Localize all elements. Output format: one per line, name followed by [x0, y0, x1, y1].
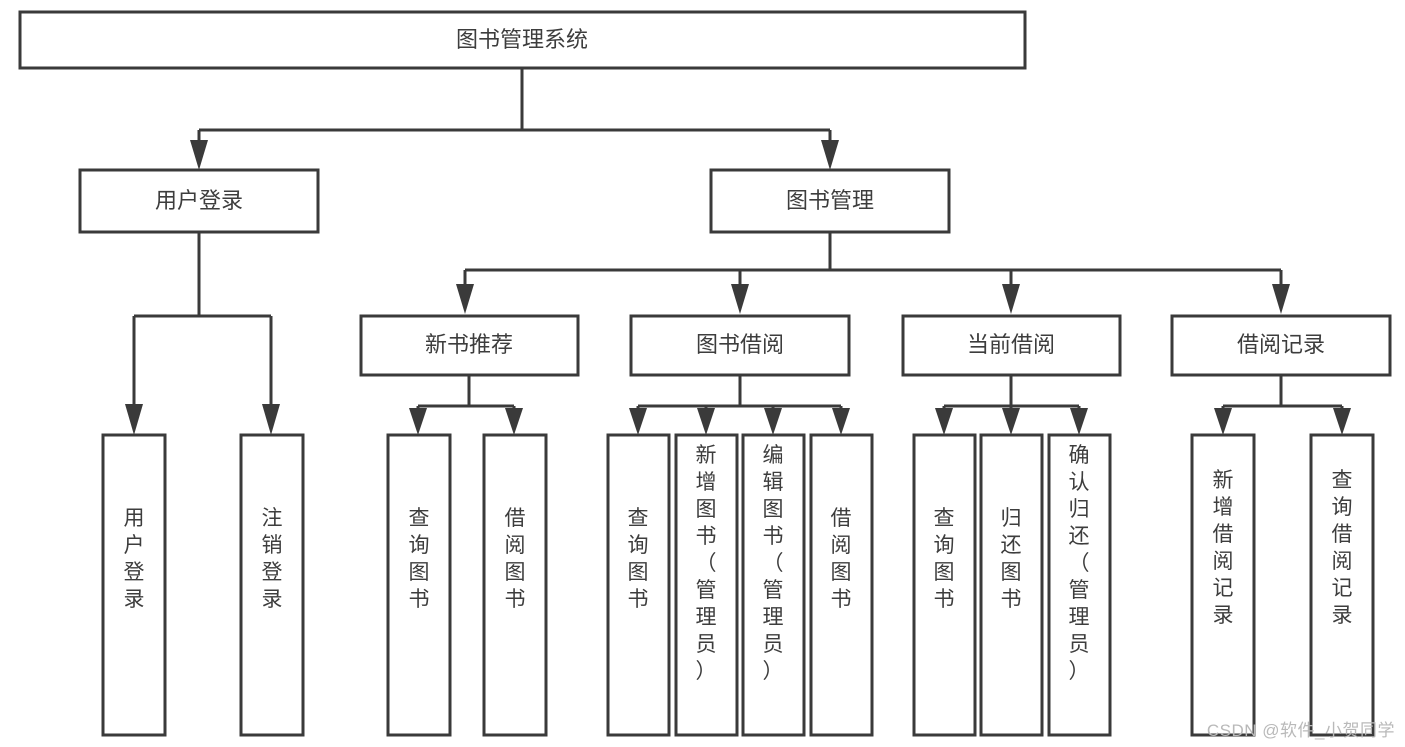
node-label-book-management: 图书管理 — [786, 188, 874, 213]
node-label-book-borrow: 图书借阅 — [696, 332, 784, 357]
csdn-watermark: CSDN @软件_小贺同学 — [1206, 721, 1395, 740]
arrow-head-cur-query-book — [935, 408, 953, 435]
connector-group-book-mgmt — [456, 232, 1290, 314]
node-box-root[interactable] — [18, 10, 1027, 70]
node-book-management[interactable]: 图书管理 — [709, 168, 951, 234]
node-book-management-system[interactable]: 图书管理系统 — [18, 10, 1027, 70]
node-leaf-bw-edit-book[interactable]: 编辑图书（管理员） — [741, 433, 806, 737]
arrow-head-borrow — [731, 284, 749, 314]
node-box-leaf-cur-return-book[interactable] — [979, 433, 1044, 737]
node-label-leaf-nb-query-book: 查询图书 — [409, 507, 430, 611]
arrow-head-records — [1272, 284, 1290, 314]
arrow-head-cur-return-book — [1002, 408, 1020, 435]
connector-group-new-book — [409, 375, 523, 435]
node-box-leaf-bw-query-book[interactable] — [606, 433, 671, 737]
node-label-leaf-cur-confirm-return: 确认归还（管理员） — [1069, 444, 1090, 683]
connector-group-borrow — [629, 375, 850, 435]
node-leaf-bw-query-book[interactable]: 查询图书 — [606, 433, 671, 737]
node-label-leaf-bw-query-book: 查询图书 — [628, 507, 649, 611]
node-new-book-recommend[interactable]: 新书推荐 — [359, 314, 580, 377]
node-box-leaf-bw-edit-book[interactable] — [741, 433, 806, 737]
connector-group-records — [1214, 375, 1351, 435]
node-label-leaf-rec-add-record: 新增借阅记录 — [1213, 469, 1234, 627]
node-label-leaf-bw-borrow-book: 借阅图书 — [831, 507, 852, 611]
node-leaf-nb-borrow-book[interactable]: 借阅图书 — [482, 433, 548, 737]
arrow-head-bw-borrow-book — [832, 408, 850, 435]
node-leaf-bw-borrow-book[interactable]: 借阅图书 — [809, 433, 874, 737]
node-label-borrow-records: 借阅记录 — [1237, 332, 1325, 357]
connector-group-root — [190, 68, 839, 170]
arrow-head-book-mgmt — [821, 140, 839, 170]
node-label-leaf-user-login: 用户登录 — [124, 507, 145, 611]
node-box-book-management[interactable] — [709, 168, 951, 234]
node-box-leaf-nb-borrow-book[interactable] — [482, 433, 548, 737]
node-leaf-logout[interactable]: 注销登录 — [239, 433, 305, 737]
node-label-root: 图书管理系统 — [456, 27, 588, 52]
node-label-new-book-recommend: 新书推荐 — [425, 332, 513, 357]
arrow-head-new-book — [456, 284, 474, 314]
node-leaf-bw-add-book[interactable]: 新增图书（管理员） — [674, 433, 739, 737]
node-label-leaf-cur-query-book: 查询图书 — [934, 507, 955, 611]
node-label-user-login: 用户登录 — [155, 188, 243, 213]
arrow-head-rec-query-record — [1333, 408, 1351, 435]
node-leaf-cur-query-book[interactable]: 查询图书 — [912, 433, 977, 737]
node-box-leaf-user-login[interactable] — [101, 433, 167, 737]
arrow-head-cur-confirm-return — [1070, 408, 1088, 435]
node-label-leaf-nb-borrow-book: 借阅图书 — [505, 507, 526, 611]
node-box-leaf-nb-query-book[interactable] — [386, 433, 452, 737]
node-leaf-user-login[interactable]: 用户登录 — [101, 433, 167, 737]
node-leaf-nb-query-book[interactable]: 查询图书 — [386, 433, 452, 737]
connector-group-current — [935, 375, 1088, 435]
arrow-head-bw-edit-book — [764, 408, 782, 435]
arrow-head-current — [1002, 284, 1020, 314]
node-box-leaf-rec-query-record[interactable] — [1309, 433, 1375, 737]
node-label-leaf-bw-add-book: 新增图书（管理员） — [696, 444, 717, 683]
node-box-book-borrow[interactable] — [629, 314, 851, 377]
node-box-user-login[interactable] — [78, 168, 320, 234]
node-box-leaf-bw-add-book[interactable] — [674, 433, 739, 737]
node-leaf-cur-return-book[interactable]: 归还图书 — [979, 433, 1044, 737]
arrow-head-leaf-user-login — [125, 404, 143, 435]
node-book-borrow[interactable]: 图书借阅 — [629, 314, 851, 377]
node-box-borrow-records[interactable] — [1170, 314, 1392, 377]
arrow-head-bw-add-book — [697, 408, 715, 435]
node-borrow-records[interactable]: 借阅记录 — [1170, 314, 1392, 377]
node-label-leaf-rec-query-record: 查询借阅记录 — [1332, 469, 1353, 627]
node-box-current-borrow[interactable] — [901, 314, 1122, 377]
node-box-leaf-logout[interactable] — [239, 433, 305, 737]
arrow-head-user-login — [190, 140, 208, 170]
arrow-head-nb-query-book — [409, 408, 427, 435]
arrow-head-rec-add-record — [1214, 408, 1232, 435]
node-leaf-cur-confirm-return[interactable]: 确认归还（管理员） — [1047, 433, 1112, 737]
node-label-leaf-logout: 注销登录 — [262, 507, 283, 611]
node-current-borrow[interactable]: 当前借阅 — [901, 314, 1122, 377]
node-label-current-borrow: 当前借阅 — [967, 332, 1055, 357]
node-box-leaf-bw-borrow-book[interactable] — [809, 433, 874, 737]
node-box-leaf-cur-confirm-return[interactable] — [1047, 433, 1112, 737]
arrow-head-nb-borrow-book — [505, 408, 523, 435]
node-label-leaf-cur-return-book: 归还图书 — [1001, 507, 1022, 611]
node-box-leaf-rec-add-record[interactable] — [1190, 433, 1256, 737]
node-box-new-book-recommend[interactable] — [359, 314, 580, 377]
node-leaf-rec-add-record[interactable]: 新增借阅记录 — [1190, 433, 1256, 737]
node-leaf-rec-query-record[interactable]: 查询借阅记录 — [1309, 433, 1375, 737]
connector-group-user-login — [125, 232, 280, 435]
node-box-leaf-cur-query-book[interactable] — [912, 433, 977, 737]
node-user-login[interactable]: 用户登录 — [78, 168, 320, 234]
arrow-head-bw-query-book — [629, 408, 647, 435]
node-label-leaf-bw-edit-book: 编辑图书（管理员） — [763, 444, 784, 683]
arrow-head-leaf-logout — [262, 404, 280, 435]
